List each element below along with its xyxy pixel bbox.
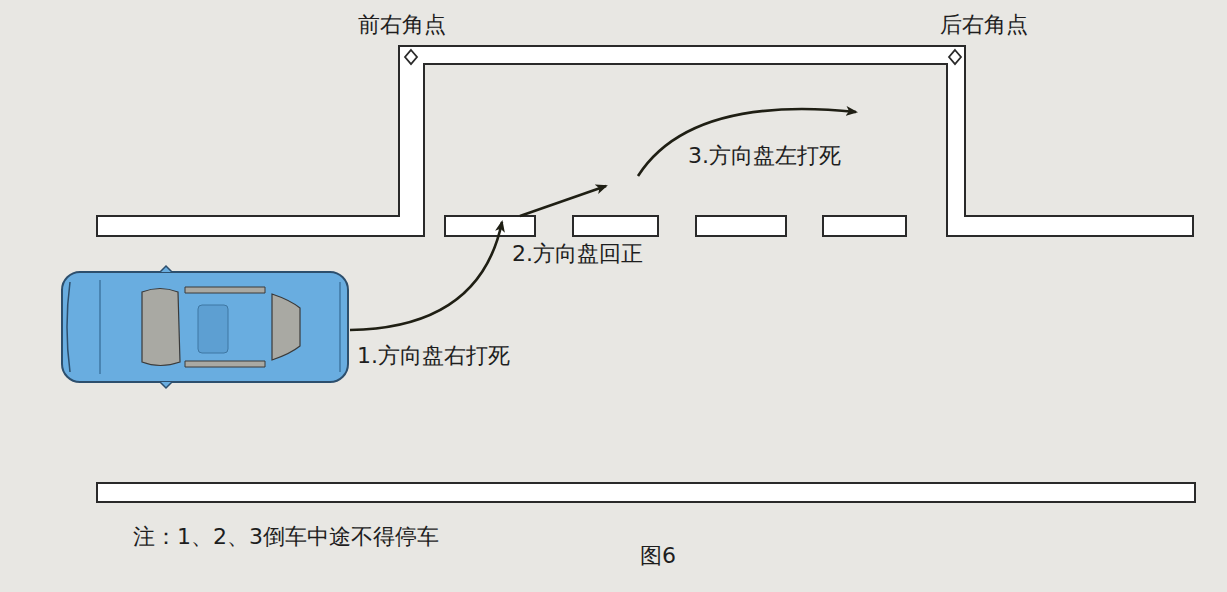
note-text: 注：1、2、3倒车中途不得停车 [133,524,439,550]
corner-point [405,50,961,64]
figure-caption: 图6 [640,543,676,569]
corner-label: 前右角点 [358,12,446,38]
step-label: 3.方向盘左打死 [688,143,841,169]
step-label: 1.方向盘右打死 [357,343,510,369]
parking-boundary [97,46,1193,236]
path-arrow [350,109,856,330]
road-edge-line [97,483,1195,502]
car [62,266,348,388]
dashed-lane-line [445,216,906,236]
step-label: 2.方向盘回正 [512,241,643,267]
corner-label: 后右角点 [940,12,1028,38]
